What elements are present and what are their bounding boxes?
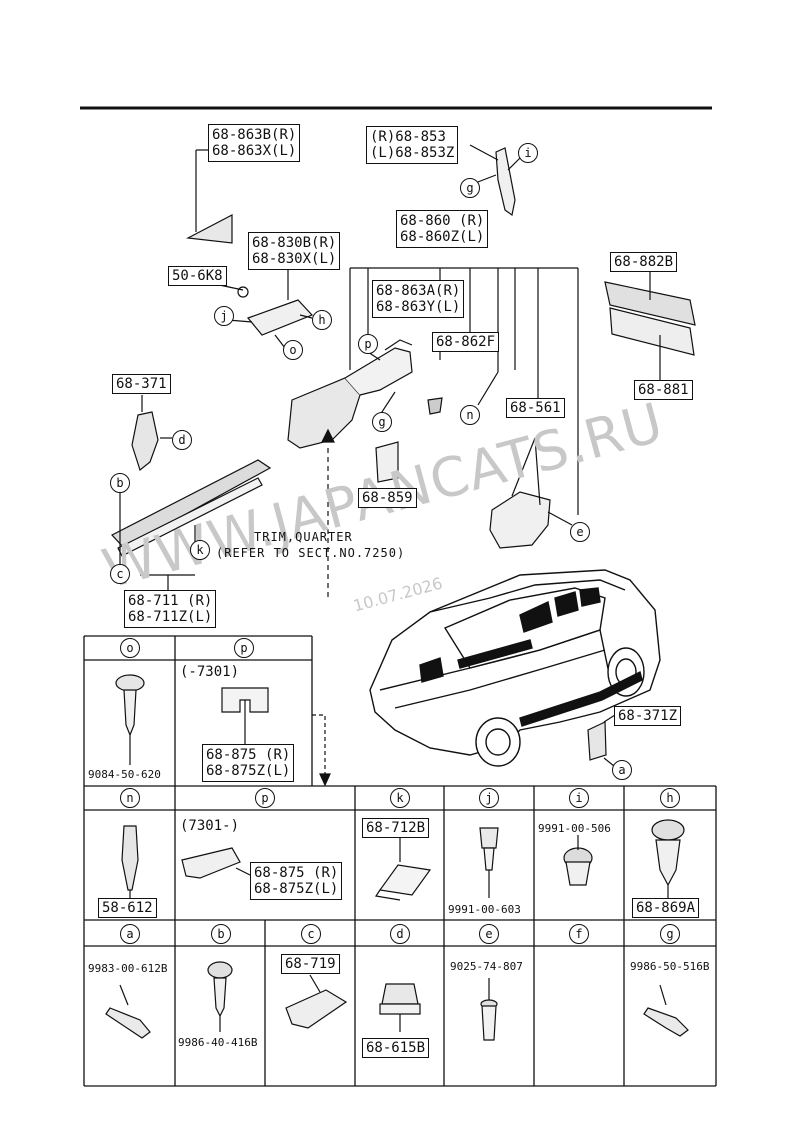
part-number: 68-863Y [376, 299, 436, 315]
letter-marker-j: j [214, 306, 234, 326]
letter-marker-g: g [460, 178, 480, 198]
part-9084-50-620: 9084-50-620 [88, 768, 161, 781]
letter-marker-b: b [110, 473, 130, 493]
letter-marker-c: c [110, 564, 130, 584]
part-number: 68-863B [212, 127, 272, 143]
callout-68-561[interactable]: 68-561 [506, 398, 565, 418]
side-label: (L) [187, 609, 213, 625]
part-68-712B[interactable]: 68-712B [362, 818, 430, 838]
table-header-h: h [660, 788, 680, 808]
callout-68-859[interactable]: 68-859 [358, 488, 417, 508]
part-number: 68-863A [376, 283, 436, 299]
letter-marker-i: i [518, 143, 538, 163]
table-header-i: i [569, 788, 589, 808]
side-label: (L) [435, 299, 461, 315]
callout-68-875-late[interactable]: 68-875 (R) 68-875Z(L) [250, 862, 343, 900]
table-header-p: p [234, 638, 254, 658]
table-header-o: o [120, 638, 140, 658]
side-label: (R) [370, 129, 396, 145]
table-header-p-2: p [255, 788, 275, 808]
side-label: (R) [187, 593, 213, 609]
table-header-a: a [120, 924, 140, 944]
letter-marker-h: h [312, 310, 332, 330]
part-number: 68-830B [252, 235, 312, 251]
callout-68-862F[interactable]: 68-862F [432, 332, 500, 352]
callout-68-863A[interactable]: 68-863A(R) 68-863Y(L) [372, 280, 465, 318]
part-9025-74-807: 9025-74-807 [450, 960, 523, 973]
part-number: 68-860 [400, 213, 451, 229]
part-number: 68-711Z [128, 609, 188, 625]
letter-marker-n: n [460, 405, 480, 425]
p-note-late: (7301-) [180, 818, 240, 834]
side-label: (L) [370, 145, 396, 161]
table-header-c: c [301, 924, 321, 944]
table-header-b: b [211, 924, 231, 944]
note-line-2: (REFER TO SECT.NO.7250) [216, 546, 406, 560]
part-9983-00-612B: 9983-00-612B [88, 962, 168, 975]
table-header-n: n [120, 788, 140, 808]
note-line-1: TRIM,QUARTER [254, 530, 353, 544]
side-label: (L) [311, 251, 337, 267]
part-58-612[interactable]: 58-612 [98, 898, 157, 918]
side-label: (L) [459, 229, 485, 245]
callout-68-830B[interactable]: 68-830B(R) 68-830X(L) [248, 232, 341, 270]
part-number: 68-875Z [206, 763, 266, 779]
letter-marker-d: d [172, 430, 192, 450]
part-number: 68-863X [212, 143, 272, 159]
side-label: (R) [265, 747, 291, 763]
side-label: (R) [311, 235, 337, 251]
p-note-early: (-7301) [180, 664, 240, 680]
callout-68-882B[interactable]: 68-882B [610, 252, 678, 272]
table-header-f: f [569, 924, 589, 944]
callout-68-853[interactable]: (R)68-853 (L)68-853Z [366, 126, 459, 164]
part-9991-00-603: 9991-00-603 [448, 903, 521, 916]
table-header-e: e [479, 924, 499, 944]
callout-68-863B[interactable]: 68-863B(R) 68-863X(L) [208, 124, 301, 162]
table-header-d: d [390, 924, 410, 944]
part-number: 68-711 [128, 593, 179, 609]
callout-68-881[interactable]: 68-881 [634, 380, 693, 400]
part-number: 68-853Z [395, 145, 455, 161]
part-9986-40-416B: 9986-40-416B [178, 1036, 258, 1049]
side-label: (R) [271, 127, 297, 143]
callout-68-371Z[interactable]: 68-371Z [614, 706, 682, 726]
table-header-j: j [479, 788, 499, 808]
part-number: 68-875Z [254, 881, 314, 897]
letter-marker-a: a [612, 760, 632, 780]
table-header-k: k [390, 788, 410, 808]
letter-marker-k: k [190, 540, 210, 560]
callout-68-875-early[interactable]: 68-875 (R) 68-875Z(L) [202, 744, 295, 782]
callout-68-711[interactable]: 68-711 (R) 68-711Z(L) [124, 590, 217, 628]
part-9986-50-516B: 9986-50-516B [630, 960, 710, 973]
part-number: 68-853 [395, 129, 446, 145]
part-number: 68-860Z [400, 229, 460, 245]
part-number: 68-830X [252, 251, 312, 267]
letter-marker-g-2: g [372, 412, 392, 432]
side-label: (L) [313, 881, 339, 897]
letter-marker-p: p [358, 334, 378, 354]
letter-marker-e: e [570, 522, 590, 542]
side-label: (R) [435, 283, 461, 299]
part-68-869A[interactable]: 68-869A [632, 898, 700, 918]
side-label: (R) [313, 865, 339, 881]
side-label: (L) [265, 763, 291, 779]
part-9991-00-506: 9991-00-506 [538, 822, 611, 835]
callout-68-860[interactable]: 68-860 (R) 68-860Z(L) [396, 210, 489, 248]
callout-68-371[interactable]: 68-371 [112, 374, 171, 394]
part-number: 68-875 [206, 747, 257, 763]
side-label: (L) [271, 143, 297, 159]
side-label: (R) [459, 213, 485, 229]
part-68-719[interactable]: 68-719 [281, 954, 340, 974]
table-header-g: g [660, 924, 680, 944]
letter-marker-o: o [283, 340, 303, 360]
part-68-615B[interactable]: 68-615B [362, 1038, 430, 1058]
callout-50-6K8[interactable]: 50-6K8 [168, 266, 227, 286]
part-number: 68-875 [254, 865, 305, 881]
